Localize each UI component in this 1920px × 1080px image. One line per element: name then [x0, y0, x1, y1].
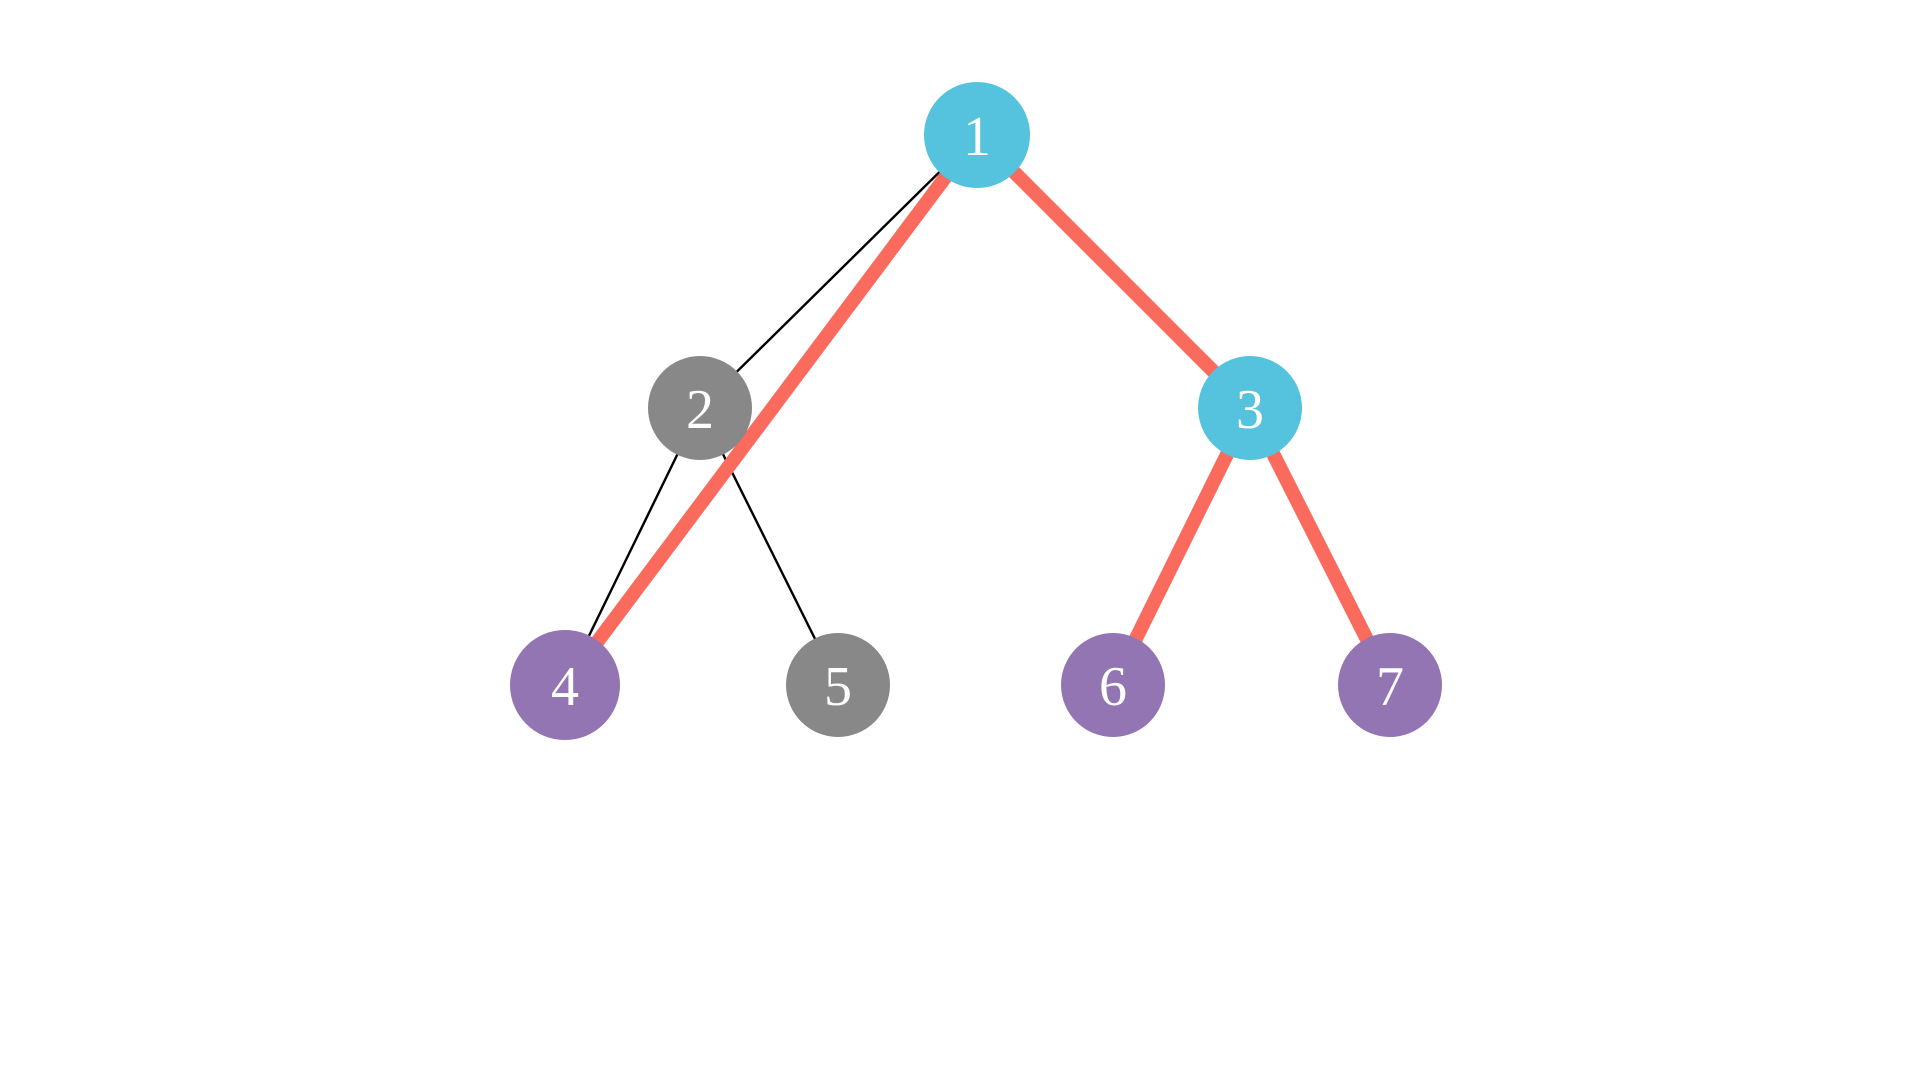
graph-node-label-7: 7 — [1376, 656, 1404, 718]
graph-node-circle-1[interactable] — [924, 82, 1030, 188]
graph-node-4[interactable]: 4 — [510, 630, 620, 740]
nodes-layer: 1 2 3 4 5 6 7 — [510, 82, 1442, 740]
graph-node-3[interactable]: 3 — [1198, 356, 1302, 460]
graph-node-label-5: 5 — [824, 656, 852, 718]
graph-node-circle-2[interactable] — [648, 356, 752, 460]
graph-node-2[interactable]: 2 — [648, 356, 752, 460]
graph-node-1[interactable]: 1 — [924, 82, 1030, 188]
graph-edge-1-3[interactable] — [972, 130, 1255, 413]
graph-node-5[interactable]: 5 — [786, 633, 890, 737]
graph-edge-1-2[interactable] — [699, 134, 978, 409]
graph-node-label-4: 4 — [551, 656, 579, 718]
graph-node-label-6: 6 — [1099, 656, 1127, 718]
graph-node-label-3: 3 — [1236, 379, 1264, 441]
graph-node-circle-3[interactable] — [1198, 356, 1302, 460]
graph-node-circle-4[interactable] — [510, 630, 620, 740]
graph-node-circle-6[interactable] — [1061, 633, 1165, 737]
graph-node-circle-5[interactable] — [786, 633, 890, 737]
graph-node-label-1: 1 — [963, 106, 991, 168]
graph-node-circle-7[interactable] — [1338, 633, 1442, 737]
graph-node-7[interactable]: 7 — [1338, 633, 1442, 737]
graph-node-6[interactable]: 6 — [1061, 633, 1165, 737]
graph-edge-1-4[interactable] — [559, 130, 983, 690]
graph-node-label-2: 2 — [686, 379, 714, 441]
